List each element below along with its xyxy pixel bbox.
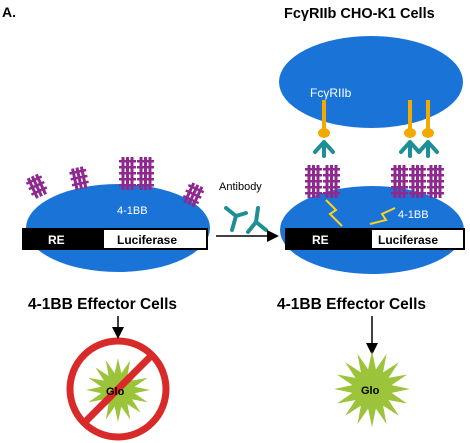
- signal-bolts: [325, 199, 396, 227]
- left-re-label: RE: [48, 233, 65, 247]
- free-antibodies: [224, 206, 268, 234]
- fcgr-label: FcγRIIb: [310, 86, 352, 100]
- right-effector-cell: [280, 165, 465, 274]
- right-luciferase-label: Luciferase: [378, 233, 438, 247]
- no-sign-ring: [66, 337, 170, 441]
- panel-label: A.: [2, 4, 16, 20]
- left-effector-cell: [22, 157, 210, 272]
- right-glo-burst: [334, 351, 410, 427]
- left-luciferase-label: Luciferase: [117, 233, 177, 247]
- left-receptor-label: 4-1BB: [117, 205, 148, 217]
- left-glo-label: Glo: [106, 386, 125, 398]
- diagram-title: FcγRIIb CHO-K1 Cells: [284, 6, 435, 22]
- bound-antibodies: [313, 140, 439, 158]
- right-glo-label: Glo: [361, 385, 380, 397]
- left-cell-caption: 4-1BB Effector Cells: [28, 296, 178, 313]
- right-re-label: RE: [312, 233, 329, 247]
- left-glo-blocked: [66, 337, 170, 441]
- right-receptor-label: 4-1BB: [398, 209, 429, 221]
- cho-k1-cell: [279, 36, 463, 128]
- right-cell-caption: 4-1BB Effector Cells: [277, 296, 427, 313]
- antibody-label: Antibody: [219, 181, 262, 193]
- no-sign-slash: [81, 352, 155, 426]
